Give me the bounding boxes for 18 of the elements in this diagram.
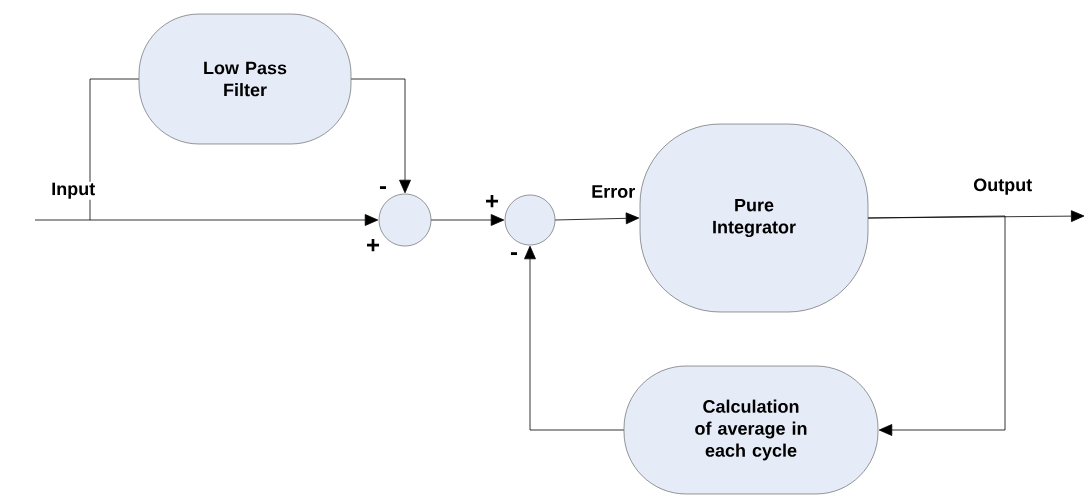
- signal-label: Error: [592, 185, 635, 198]
- process-box: Pure Integrator: [639, 123, 869, 313]
- signal-label: Input: [52, 182, 95, 199]
- summing-junction: [504, 194, 556, 246]
- arrow: [867, 215, 1006, 436]
- arrow: [350, 78, 411, 194]
- summing-junction: [378, 193, 432, 247]
- arrow: [524, 245, 625, 431]
- sign-label: -: [379, 186, 387, 190]
- arrow: [430, 214, 505, 226]
- arrow: [554, 212, 640, 225]
- process-box: Low Pass Filter: [138, 13, 352, 145]
- sign-label: -: [510, 252, 518, 256]
- sign-label: +: [367, 238, 380, 252]
- process-box: Calculation of average in each cycle: [623, 365, 879, 495]
- arrow: [34, 214, 379, 226]
- signal-label: Output: [973, 178, 1032, 195]
- sign-label: +: [486, 194, 499, 208]
